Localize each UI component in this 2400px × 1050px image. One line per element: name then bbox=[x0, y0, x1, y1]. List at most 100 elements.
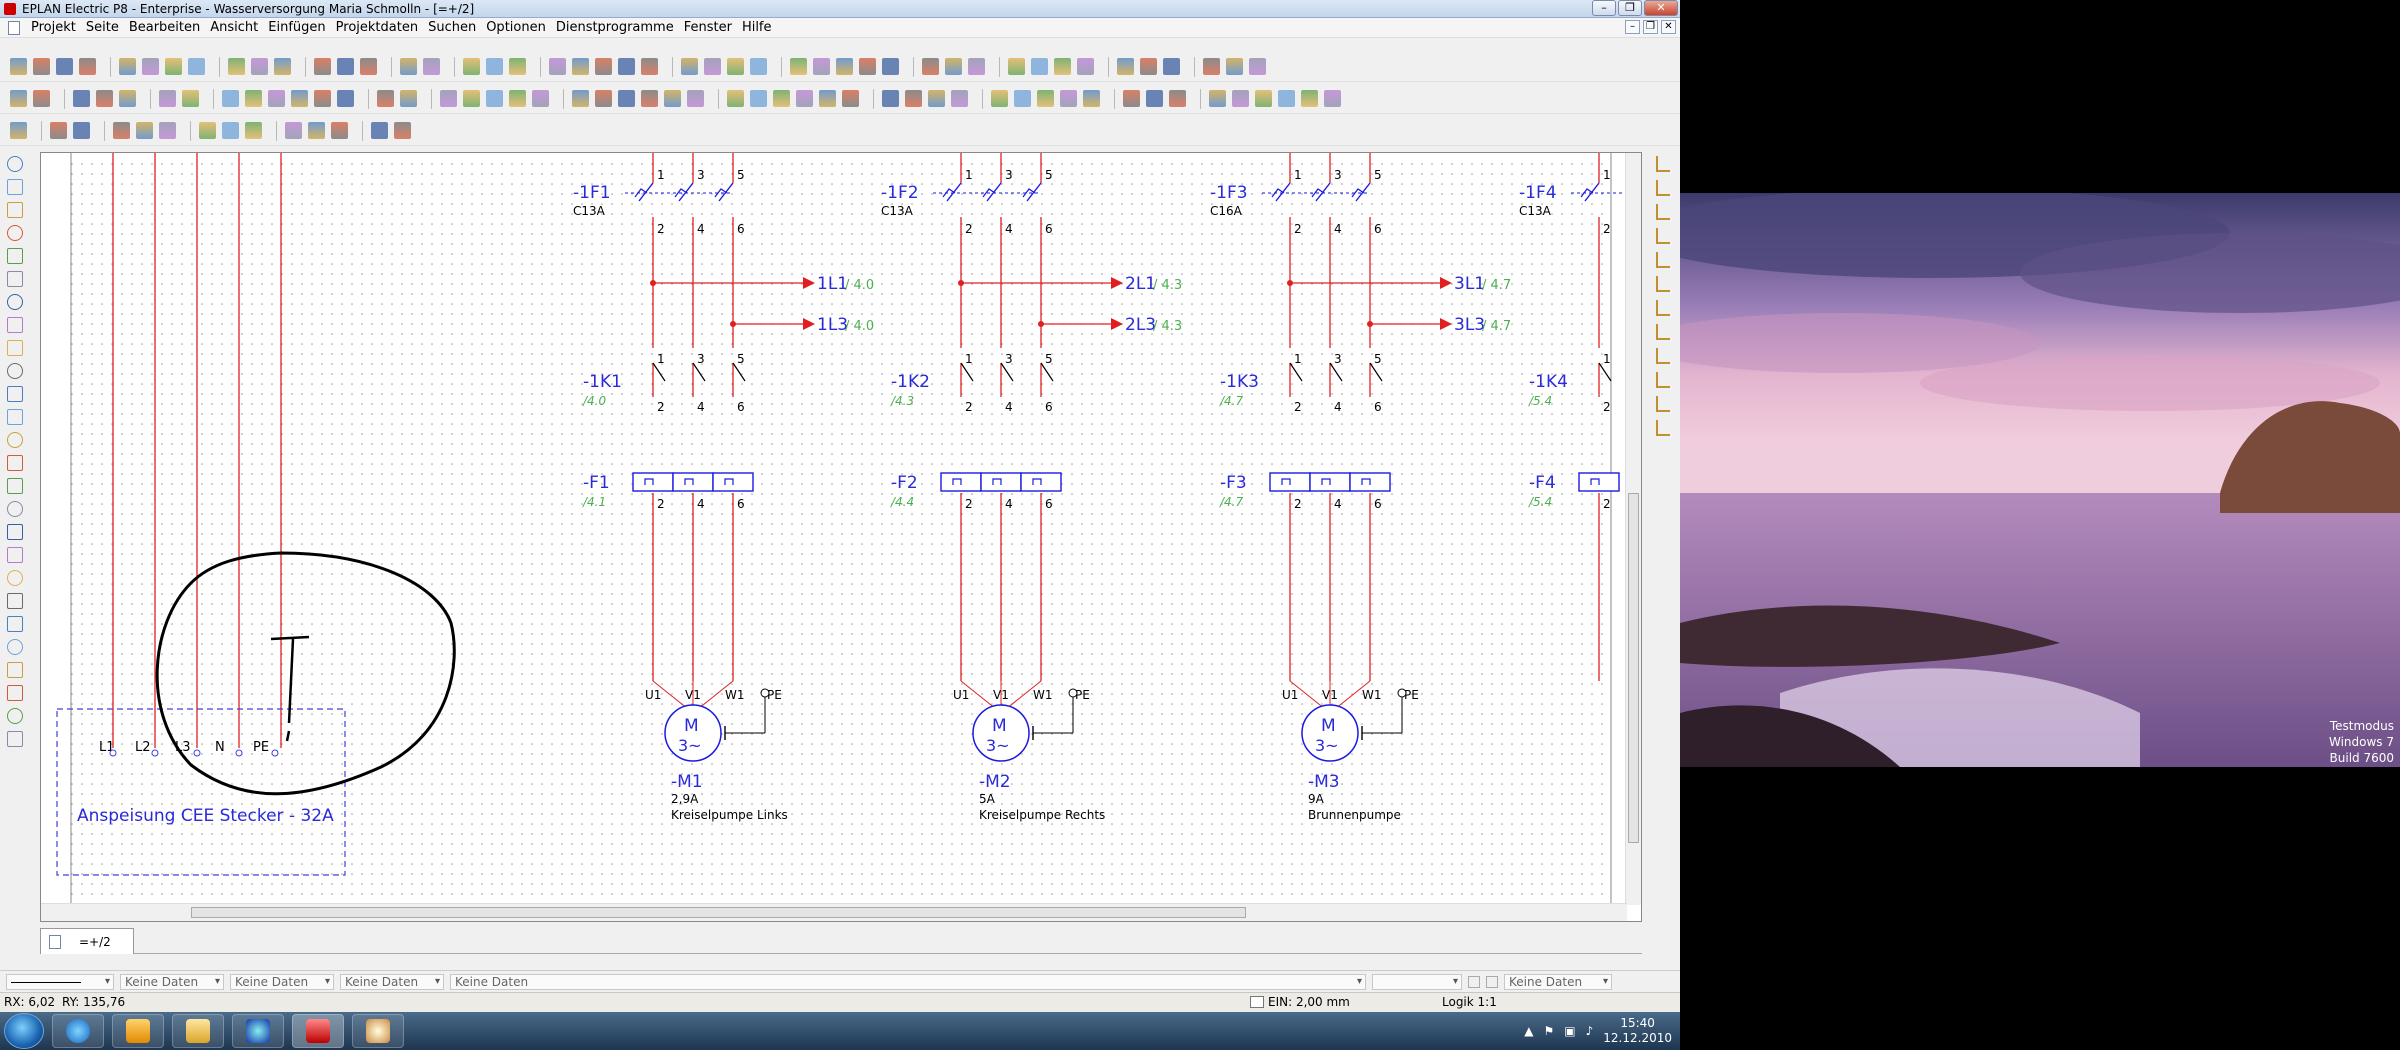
menu-ansicht[interactable]: Ansicht bbox=[210, 20, 259, 35]
insert-tool-icon[interactable] bbox=[136, 122, 153, 139]
draw-tool-icon[interactable] bbox=[7, 455, 23, 471]
insert-tool-icon[interactable] bbox=[245, 122, 262, 139]
mdi-restore-button[interactable]: ❐ bbox=[1643, 20, 1658, 34]
menu-suchen[interactable]: Suchen bbox=[428, 20, 477, 35]
mdi-minimize-button[interactable]: – bbox=[1625, 20, 1640, 34]
tab-page-2[interactable]: =+/2 bbox=[40, 928, 134, 954]
menu-projekt[interactable]: Projekt bbox=[31, 20, 76, 35]
insert-tool-icon[interactable] bbox=[331, 122, 348, 139]
menu-seite[interactable]: Seite bbox=[85, 20, 119, 35]
standard-tool-icon[interactable] bbox=[337, 58, 354, 75]
standard-tool-icon[interactable] bbox=[142, 58, 159, 75]
edit-tool-icon[interactable] bbox=[905, 90, 922, 107]
standard-tool-icon[interactable] bbox=[572, 58, 589, 75]
standard-tool-icon[interactable] bbox=[790, 58, 807, 75]
standard-tool-icon[interactable] bbox=[641, 58, 658, 75]
standard-tool-icon[interactable] bbox=[1226, 58, 1243, 75]
edit-tool-icon[interactable] bbox=[1169, 90, 1186, 107]
standard-tool-icon[interactable] bbox=[400, 58, 417, 75]
insert-tool-icon[interactable] bbox=[308, 122, 325, 139]
standard-tool-icon[interactable] bbox=[33, 58, 50, 75]
grid-icon[interactable] bbox=[1486, 975, 1498, 988]
draw-tool-icon[interactable] bbox=[7, 386, 23, 402]
insert-tool-icon[interactable] bbox=[394, 122, 411, 139]
edit-tool-icon[interactable] bbox=[1278, 90, 1295, 107]
standard-tool-icon[interactable] bbox=[486, 58, 503, 75]
menu-hilfe[interactable]: Hilfe bbox=[741, 20, 772, 35]
draw-tool-icon[interactable] bbox=[7, 662, 23, 678]
draw-tool-icon[interactable] bbox=[7, 409, 23, 425]
edit-tool-icon[interactable] bbox=[337, 90, 354, 107]
insert-tool-icon[interactable] bbox=[199, 122, 216, 139]
edit-tool-icon[interactable] bbox=[222, 90, 239, 107]
edit-tool-icon[interactable] bbox=[750, 90, 767, 107]
edit-tool-icon[interactable] bbox=[1123, 90, 1140, 107]
connection-tool-icon[interactable] bbox=[1656, 300, 1670, 316]
standard-tool-icon[interactable] bbox=[922, 58, 939, 75]
draw-tool-icon[interactable] bbox=[7, 593, 23, 609]
standard-tool-icon[interactable] bbox=[79, 58, 96, 75]
edit-tool-icon[interactable] bbox=[882, 90, 899, 107]
insert-tool-icon[interactable] bbox=[222, 122, 239, 139]
taskbar-eplan[interactable] bbox=[292, 1014, 344, 1048]
standard-tool-icon[interactable] bbox=[1140, 58, 1157, 75]
edit-tool-icon[interactable] bbox=[991, 90, 1008, 107]
edit-tool-icon[interactable] bbox=[377, 90, 394, 107]
standard-tool-icon[interactable] bbox=[618, 58, 635, 75]
connection-tool-icon[interactable] bbox=[1656, 276, 1670, 292]
vertical-scrollbar[interactable] bbox=[1625, 153, 1641, 905]
draw-tool-icon[interactable] bbox=[7, 616, 23, 632]
draw-tool-icon[interactable] bbox=[7, 570, 23, 586]
standard-tool-icon[interactable] bbox=[251, 58, 268, 75]
standard-tool-icon[interactable] bbox=[859, 58, 876, 75]
edit-tool-icon[interactable] bbox=[1014, 90, 1031, 107]
draw-tool-icon[interactable] bbox=[7, 294, 23, 310]
edit-tool-icon[interactable] bbox=[96, 90, 113, 107]
edit-tool-icon[interactable] bbox=[928, 90, 945, 107]
connection-tool-icon[interactable] bbox=[1656, 204, 1670, 220]
connection-tool-icon[interactable] bbox=[1656, 396, 1670, 412]
edit-tool-icon[interactable] bbox=[773, 90, 790, 107]
edit-tool-icon[interactable] bbox=[73, 90, 90, 107]
horizontal-scroll-thumb[interactable] bbox=[191, 907, 1246, 918]
minimize-button[interactable]: – bbox=[1592, 0, 1616, 16]
edit-tool-icon[interactable] bbox=[1209, 90, 1226, 107]
standard-tool-icon[interactable] bbox=[704, 58, 721, 75]
draw-tool-icon[interactable] bbox=[7, 248, 23, 264]
standard-tool-icon[interactable] bbox=[509, 58, 526, 75]
edit-tool-icon[interactable] bbox=[796, 90, 813, 107]
edit-tool-icon[interactable] bbox=[532, 90, 549, 107]
taskbar-media-player[interactable] bbox=[232, 1014, 284, 1048]
draw-tool-icon[interactable] bbox=[7, 524, 23, 540]
standard-tool-icon[interactable] bbox=[165, 58, 182, 75]
horizontal-scrollbar[interactable] bbox=[41, 903, 1627, 921]
edit-tool-icon[interactable] bbox=[819, 90, 836, 107]
edit-tool-icon[interactable] bbox=[687, 90, 704, 107]
edit-tool-icon[interactable] bbox=[486, 90, 503, 107]
insert-tool-icon[interactable] bbox=[159, 122, 176, 139]
vertical-scroll-thumb[interactable] bbox=[1628, 493, 1639, 843]
draw-tool-icon[interactable] bbox=[7, 478, 23, 494]
edit-tool-icon[interactable] bbox=[1060, 90, 1077, 107]
menu-optionen[interactable]: Optionen bbox=[486, 20, 546, 35]
standard-tool-icon[interactable] bbox=[968, 58, 985, 75]
draw-tool-icon[interactable] bbox=[7, 340, 23, 356]
edit-tool-icon[interactable] bbox=[1083, 90, 1100, 107]
maximize-button[interactable]: ❐ bbox=[1618, 0, 1642, 16]
edit-tool-icon[interactable] bbox=[572, 90, 589, 107]
edit-tool-icon[interactable] bbox=[1255, 90, 1272, 107]
draw-tool-icon[interactable] bbox=[7, 363, 23, 379]
standard-tool-icon[interactable] bbox=[423, 58, 440, 75]
edit-tool-icon[interactable] bbox=[291, 90, 308, 107]
draw-tool-icon[interactable] bbox=[7, 156, 23, 172]
close-button[interactable]: ✕ bbox=[1644, 0, 1678, 16]
property-combo-4[interactable]: Keine Daten bbox=[450, 973, 1366, 990]
edit-tool-icon[interactable] bbox=[33, 90, 50, 107]
standard-tool-icon[interactable] bbox=[595, 58, 612, 75]
standard-tool-icon[interactable] bbox=[463, 58, 480, 75]
draw-tool-icon[interactable] bbox=[7, 501, 23, 517]
line-style-combo[interactable] bbox=[6, 973, 114, 990]
edit-tool-icon[interactable] bbox=[842, 90, 859, 107]
standard-tool-icon[interactable] bbox=[1203, 58, 1220, 75]
standard-tool-icon[interactable] bbox=[10, 58, 27, 75]
